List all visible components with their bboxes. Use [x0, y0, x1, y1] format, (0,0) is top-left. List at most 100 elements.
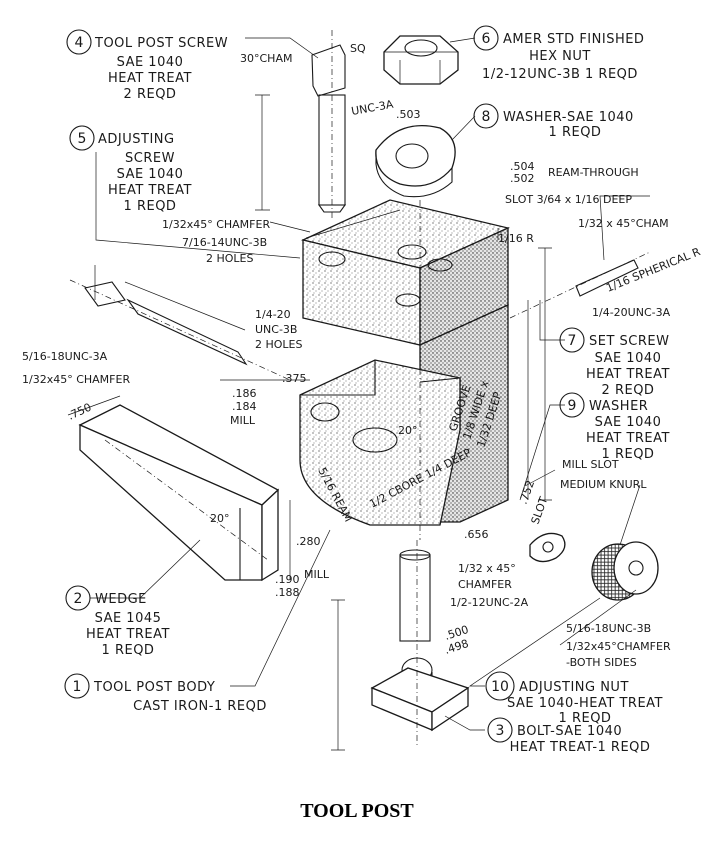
balloon-3	[487, 717, 513, 743]
note-516-18unc-3b: 5/16-18UNC-3B	[566, 622, 651, 635]
part-number-1: 1	[73, 679, 82, 695]
note-186: .186	[232, 387, 257, 400]
tool-post-screw	[311, 30, 347, 220]
note-mill-slot: MILL SLOT	[562, 458, 619, 471]
part-6-name: AMER STD FINISHED	[503, 32, 644, 47]
note-752: .752	[517, 479, 538, 506]
part-2-name: WEDGE	[95, 592, 147, 607]
note-both-sides: -BOTH SIDES	[566, 656, 637, 669]
note-504: .504	[510, 160, 535, 173]
note-280: .280	[296, 535, 321, 548]
note-r-116: 1/16 R	[498, 232, 534, 245]
part-10-name: ADJUSTING NUT	[519, 680, 629, 695]
part-7-line-3: 2 REQD	[602, 383, 655, 398]
balloon-10	[485, 671, 515, 701]
note-12-unc-2a: 1/2-12UNC-2A	[450, 596, 529, 609]
note-cham-both: 1/32x45°CHAMFER	[566, 640, 671, 653]
part-7-line-2: HEAT TREAT	[586, 367, 670, 382]
note-750: .750	[66, 401, 94, 423]
note-medium-knurl: MEDIUM KNURL	[560, 478, 647, 491]
part-10-line-2: 1 REQD	[559, 711, 612, 726]
part-number-8: 8	[482, 109, 491, 125]
part-10-line-1: SAE 1040-HEAT TREAT	[507, 696, 663, 711]
note-chamfer-word: CHAMFER	[458, 578, 512, 591]
part-2-line-1: SAE 1045	[95, 611, 162, 626]
part-4-line-2: HEAT TREAT	[108, 71, 192, 86]
note-2-holes-b: 2 HOLES	[255, 338, 303, 351]
part-5-line-4: 1 REQD	[124, 199, 177, 214]
note-503: .503	[396, 108, 421, 121]
part-2-line-2: HEAT TREAT	[86, 627, 170, 642]
part-5-name: ADJUSTING	[98, 132, 175, 147]
part-3-line-1: HEAT TREAT-1 REQD	[510, 740, 651, 755]
part-6-line-1: HEX NUT	[529, 49, 591, 64]
note-sq: SQ	[350, 42, 366, 55]
leader-lines	[90, 37, 650, 731]
wedge	[78, 404, 280, 582]
note-mill: MILL	[230, 414, 256, 427]
part-number-7: 7	[568, 333, 577, 349]
part-7-name: SET SCREW	[589, 334, 669, 349]
part-9-line-3: 1 REQD	[602, 447, 655, 462]
part-number-9: 9	[568, 398, 577, 414]
tool-post-body	[299, 199, 510, 540]
note-375: .375	[282, 372, 307, 385]
part-number-3: 3	[496, 723, 505, 739]
note-cham-45-set: 1/32 x 45°CHAM	[578, 217, 669, 230]
note-spherical: 1/16 SPHERICAL R	[604, 245, 702, 295]
part-number-5: 5	[78, 131, 87, 147]
note-716-unc: 7/16-14UNC-3B	[182, 236, 267, 249]
part-9-name: WASHER	[589, 399, 648, 414]
part-4-line-1: SAE 1040	[117, 55, 184, 70]
note-2-holes-a: 2 HOLES	[206, 252, 254, 265]
balloon-9	[559, 392, 585, 418]
set-screw	[509, 251, 651, 319]
note-502: .502	[510, 172, 535, 185]
note-chamfer-45: 1/32x45° CHAMFER	[162, 218, 270, 231]
balloon-2	[65, 585, 91, 611]
balloon-5	[69, 125, 95, 151]
note-cham-32: 1/32 x 45°	[458, 562, 516, 575]
dimension-lines	[67, 94, 552, 751]
part-4-line-3: 2 REQD	[124, 87, 177, 102]
part-number-10: 10	[491, 679, 509, 695]
figure-caption: TOOL POST	[300, 800, 414, 822]
part-1-line-1: CAST IRON-1 REQD	[133, 699, 267, 714]
part-8-line-1: 1 REQD	[549, 125, 602, 140]
part-5-line-1: SCREW	[125, 151, 175, 166]
part-8-name: WASHER-SAE 1040	[503, 110, 634, 125]
lower-washer	[529, 532, 566, 563]
hex-nut	[383, 35, 459, 85]
part-9-line-1: SAE 1040	[595, 415, 662, 430]
part-4-name: TOOL POST SCREW	[94, 36, 228, 51]
note-1420-unc-3a: 1/4-20UNC-3A	[592, 306, 671, 319]
balloon-1	[64, 673, 90, 699]
part-number-4: 4	[75, 35, 84, 51]
note-30-cham: 30°CHAM	[240, 52, 292, 65]
note-slot: SLOT	[529, 495, 551, 526]
part-number-2: 2	[74, 591, 83, 607]
note-unc-3a-top: UNC-3A	[350, 98, 395, 118]
part-6-line-2: 1/2-12UNC-3B 1 REQD	[482, 67, 638, 82]
part-3-name: BOLT-SAE 1040	[517, 724, 622, 739]
adjusting-screw	[69, 279, 291, 381]
part-5-line-3: HEAT TREAT	[108, 183, 192, 198]
note-516-18unc: 5/16-18UNC-3A	[22, 350, 108, 363]
bolt	[370, 540, 470, 745]
part-number-6: 6	[482, 31, 491, 47]
part-9-line-2: HEAT TREAT	[586, 431, 670, 446]
note-mill-2: MILL	[304, 568, 330, 581]
note-184: .184	[232, 400, 257, 413]
adjusting-nut	[591, 541, 659, 601]
note-190: .190	[275, 573, 300, 586]
part-5-line-2: SAE 1040	[117, 167, 184, 182]
note-188: .188	[275, 586, 300, 599]
balloon-6	[473, 25, 499, 51]
note-14-20: 1/4-20	[255, 308, 291, 321]
note-656: .656	[464, 528, 489, 541]
balloon-7	[559, 327, 585, 353]
part-7-line-1: SAE 1040	[595, 351, 662, 366]
note-ream-through: REAM-THROUGH	[548, 166, 639, 179]
balloon-4	[66, 29, 92, 55]
